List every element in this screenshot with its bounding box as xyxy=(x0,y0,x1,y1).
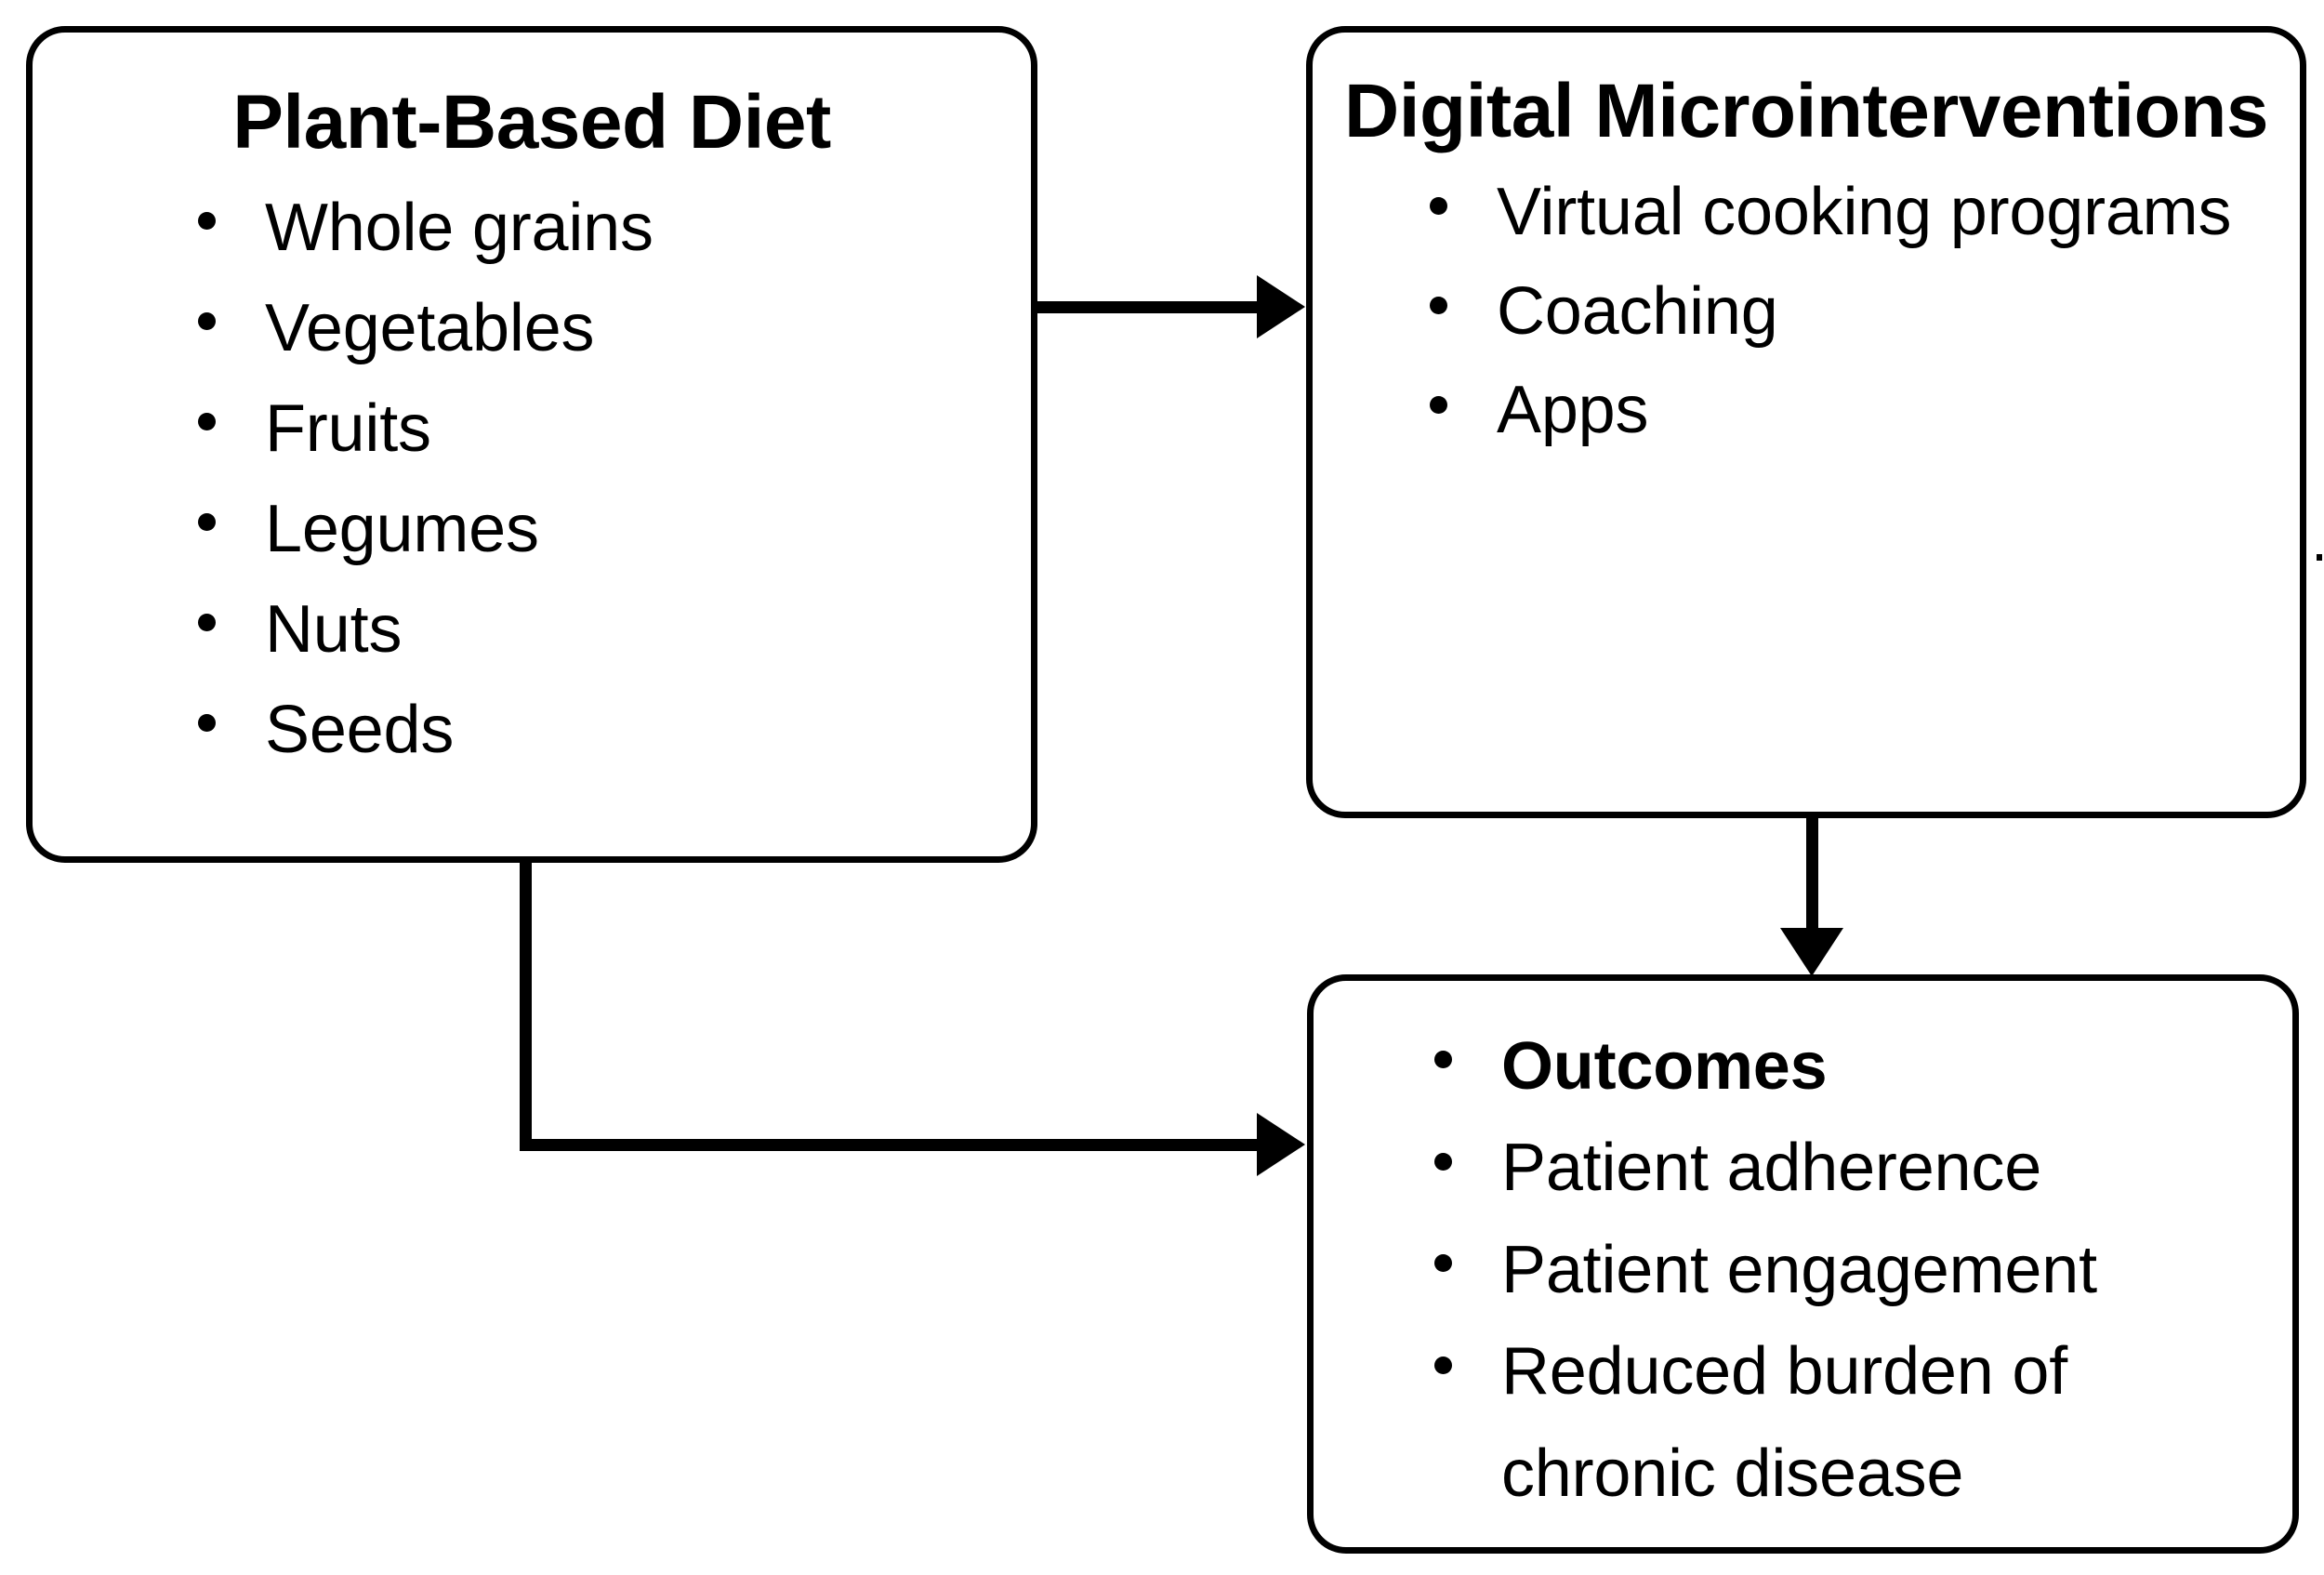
list-item-label: Nuts xyxy=(265,592,403,667)
bullet-dot-icon xyxy=(198,714,216,733)
list-item-label: Apps xyxy=(1497,373,1649,448)
bullet-dot-icon xyxy=(1430,197,1447,216)
list-item-label: Coaching xyxy=(1497,273,1778,349)
bullet-dot-icon xyxy=(1434,1051,1452,1069)
list-item: Nuts xyxy=(198,579,1031,680)
edge-plant-to-outcomes-vertical-segment xyxy=(520,856,532,1151)
bullet-dot-icon xyxy=(1434,1152,1452,1171)
list-item: Virtual cooking programs xyxy=(1430,163,2300,262)
list-item: Vegetables xyxy=(198,278,1031,378)
list-item: Seeds xyxy=(198,680,1031,780)
node-plant-based-diet-title: Plant-Based Diet xyxy=(232,80,831,165)
bullet-dot-icon xyxy=(198,413,216,431)
list-item-label: Seeds xyxy=(265,693,455,767)
list-item-label: Patient engagement xyxy=(1501,1232,2097,1307)
bullet-dot-icon xyxy=(198,312,216,331)
bullet-dot-icon xyxy=(198,513,216,532)
edge-plant-to-outcomes-horizontal-segment xyxy=(520,1139,1263,1151)
node-outcomes[interactable]: Outcomes Patient adherence Patient engag… xyxy=(1307,974,2299,1554)
edge-digital-to-outcomes-arrowhead-icon xyxy=(1780,928,1843,976)
bullet-dot-icon xyxy=(1434,1356,1452,1374)
list-item: Patient engagement xyxy=(1434,1220,2292,1321)
list-item: Outcomes xyxy=(1434,1016,2292,1118)
node-outcomes-list: Outcomes Patient adherence Patient engag… xyxy=(1434,1016,2292,1525)
list-item-label: Vegetables xyxy=(265,291,595,365)
list-item-label: Patient adherence xyxy=(1501,1131,2042,1206)
edge-plant-to-digital-line xyxy=(1035,301,1262,313)
node-digital-microinterventions[interactable]: Digital Microinterventions Virtual cooki… xyxy=(1306,26,2306,818)
list-item-label: Whole grains xyxy=(265,191,654,265)
list-item: Reduced burden of chronic disease xyxy=(1434,1321,2292,1525)
list-item-label: Outcomes xyxy=(1501,1029,1828,1104)
bullet-dot-icon xyxy=(1430,395,1447,414)
bullet-dot-icon xyxy=(1430,296,1447,314)
edge-digital-to-outcomes-vertical-segment xyxy=(1806,813,1818,935)
stray-mark xyxy=(2317,554,2322,561)
bullet-dot-icon xyxy=(198,614,216,632)
list-item: Whole grains xyxy=(198,178,1031,278)
edge-plant-to-digital-arrowhead-icon xyxy=(1257,275,1305,338)
list-item: Legumes xyxy=(198,479,1031,579)
list-item-label: Fruits xyxy=(265,391,431,466)
list-item: Apps xyxy=(1430,361,2300,460)
node-plant-based-diet-list: Whole grains Vegetables Fruits Legumes N… xyxy=(198,178,1031,780)
node-digital-microinterventions-title: Digital Microinterventions xyxy=(1344,69,2268,153)
list-item-label: Reduced burden of chronic disease xyxy=(1501,1334,2068,1511)
bullet-dot-icon xyxy=(198,212,216,231)
list-item-label: Legumes xyxy=(265,492,539,566)
node-digital-microinterventions-list: Virtual cooking programs Coaching Apps xyxy=(1430,163,2300,460)
list-item-label: Virtual cooking programs xyxy=(1497,175,2232,249)
list-item: Patient adherence xyxy=(1434,1118,2292,1219)
bullet-dot-icon xyxy=(1434,1254,1452,1273)
node-plant-based-diet[interactable]: Plant-Based Diet Whole grains Vegetables… xyxy=(26,26,1037,863)
list-item: Fruits xyxy=(198,378,1031,479)
list-item: Coaching xyxy=(1430,262,2300,362)
edge-plant-to-outcomes-arrowhead-icon xyxy=(1257,1113,1305,1176)
